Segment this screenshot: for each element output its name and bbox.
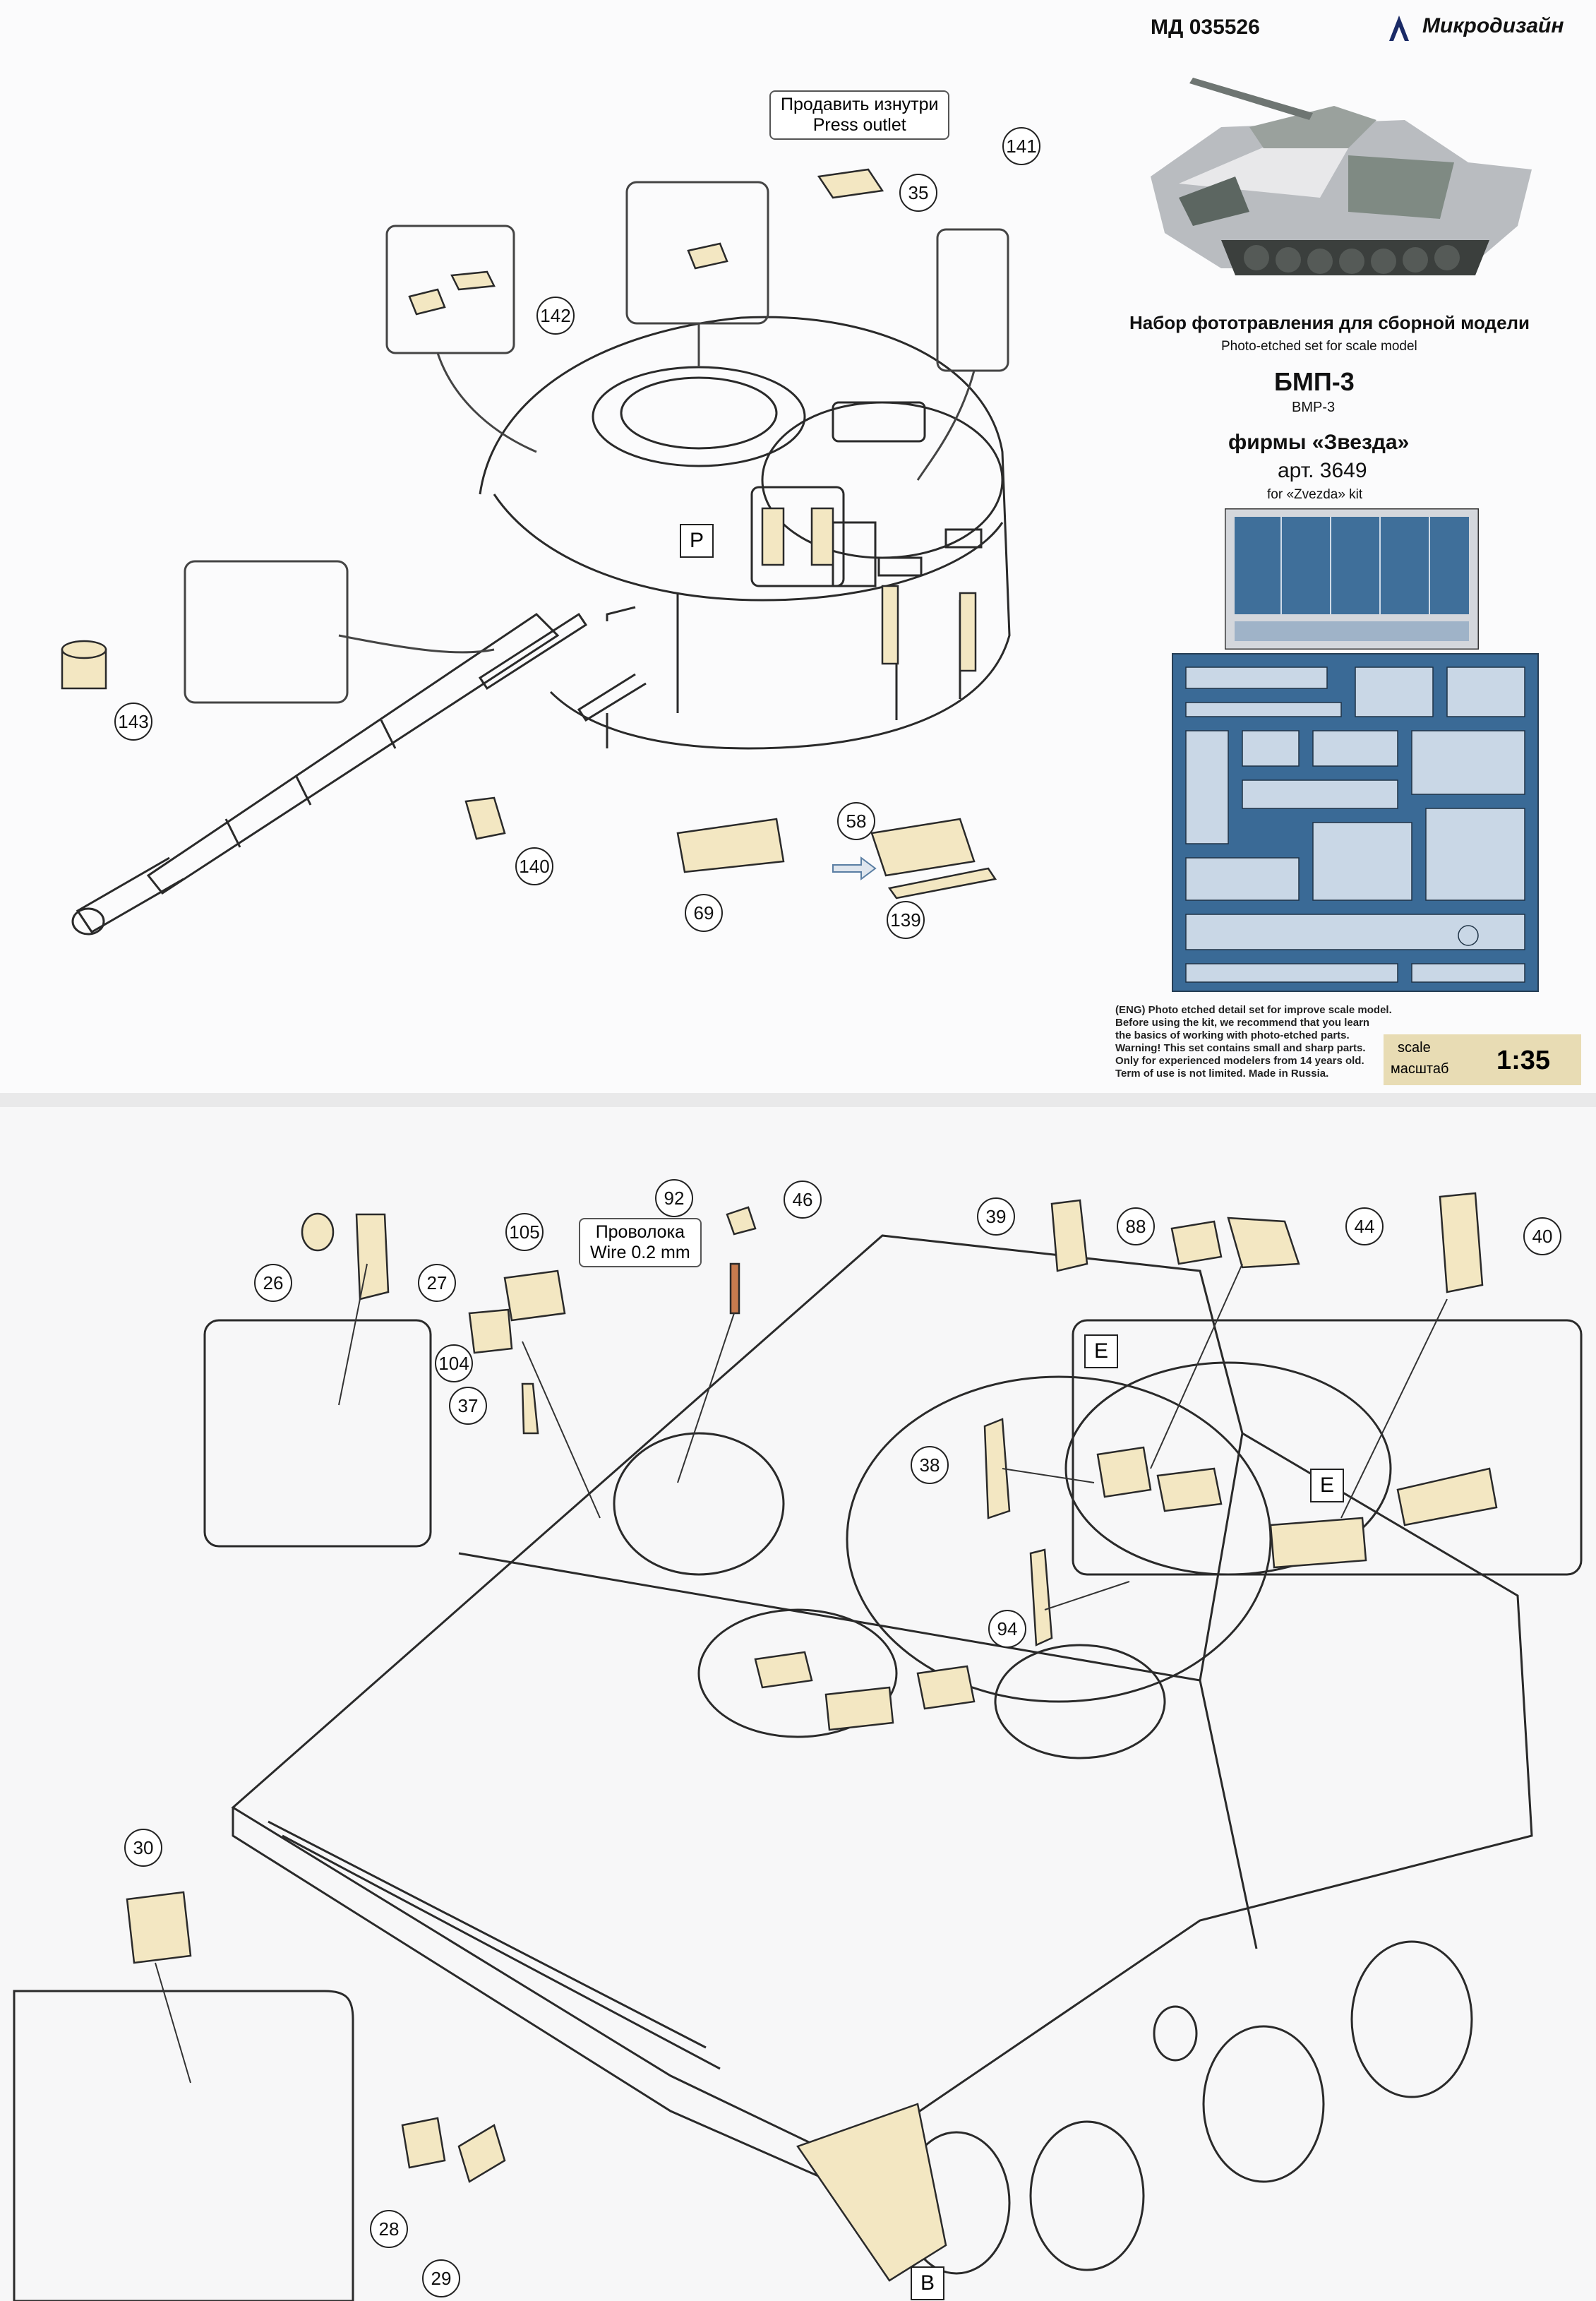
kit-info-panel: МД 035526 Микродизайн Набор фототравлени… bbox=[1115, 7, 1588, 1087]
wire-ru: Проволока bbox=[595, 1222, 685, 1242]
set-title-en: Photo-etched set for scale model bbox=[1221, 339, 1417, 354]
press-outlet-callout: Продавить изнутри Press outlet bbox=[769, 90, 950, 140]
part-26-shape bbox=[301, 1212, 335, 1252]
part-37-shape bbox=[521, 1382, 539, 1435]
part-number-58: 58 bbox=[837, 802, 875, 840]
scale-label-en: scale bbox=[1398, 1040, 1431, 1056]
part-88-shape bbox=[1170, 1220, 1223, 1265]
part-139-shape bbox=[887, 867, 997, 900]
part-number-37: 37 bbox=[449, 1387, 487, 1425]
part-number-38: 38 bbox=[911, 1446, 949, 1484]
warning-line: Warning! This set contains small and sha… bbox=[1115, 1042, 1366, 1054]
part-number-28: 28 bbox=[370, 2210, 408, 2248]
part-58-shape bbox=[870, 818, 976, 877]
warning-text: (ENG) Photo etched detail set for improv… bbox=[1115, 1004, 1468, 1080]
model-name-en: BMP-3 bbox=[1292, 400, 1336, 415]
part-number-39: 39 bbox=[977, 1197, 1015, 1236]
part-104-shape bbox=[468, 1308, 513, 1354]
part-number-27: 27 bbox=[418, 1264, 456, 1302]
mudflap-b-shape bbox=[796, 2103, 947, 2282]
arrow-icon bbox=[832, 856, 877, 880]
part-number-141: 141 bbox=[1002, 127, 1040, 165]
part-number-44: 44 bbox=[1345, 1207, 1384, 1245]
part-105-shape bbox=[503, 1269, 566, 1322]
part-number-40: 40 bbox=[1523, 1217, 1561, 1255]
part-30-shape bbox=[126, 1891, 192, 1964]
bottom-instruction-sheet bbox=[0, 1107, 1596, 2301]
part-29-shape bbox=[457, 2124, 506, 2183]
part-number-35: 35 bbox=[899, 174, 937, 212]
wire-callout: Проволока Wire 0.2 mm bbox=[579, 1218, 702, 1267]
set-title-ru: Набор фототравления для сборной модели bbox=[1129, 312, 1530, 333]
hull-drawing bbox=[13, 1234, 1583, 2301]
vehicle-photo bbox=[1151, 78, 1532, 275]
wire-en: Wire 0.2 mm bbox=[590, 1243, 690, 1262]
wire-shape bbox=[729, 1262, 740, 1315]
scale-value: 1:35 bbox=[1496, 1046, 1551, 1075]
part-94-shape bbox=[1029, 1548, 1053, 1646]
label-e-1: E bbox=[1084, 1334, 1118, 1368]
inset-frame-142 bbox=[385, 225, 515, 354]
article-code: МД 035526 bbox=[1151, 16, 1260, 39]
part-number-30: 30 bbox=[124, 1829, 162, 1867]
part-number-92: 92 bbox=[655, 1179, 693, 1217]
part-number-29: 29 bbox=[422, 2259, 460, 2297]
fret-photo bbox=[1172, 653, 1539, 992]
turret-drawing bbox=[71, 316, 1011, 936]
part-number-94: 94 bbox=[988, 1610, 1026, 1648]
press-outlet-en: Press outlet bbox=[812, 115, 906, 135]
part-35-shape bbox=[817, 168, 884, 199]
kit-maker: фирмы «Звезда» bbox=[1228, 431, 1410, 454]
warning-line: the basics of working with photo-etched … bbox=[1115, 1029, 1350, 1041]
inset-frame-35 bbox=[625, 181, 769, 325]
part-28-shape bbox=[401, 2117, 446, 2169]
model-name-ru: БМП-3 bbox=[1274, 367, 1355, 396]
brand-name: Микродизайн bbox=[1422, 14, 1564, 37]
warning-line: (ENG) Photo etched detail set for improv… bbox=[1115, 1004, 1392, 1016]
scale-badge: scale масштаб 1:35 bbox=[1384, 1034, 1581, 1085]
part-39-shape bbox=[1050, 1199, 1088, 1272]
inset-frame-141 bbox=[936, 228, 1009, 372]
part-number-142: 142 bbox=[536, 297, 575, 335]
part-40-shape bbox=[1439, 1192, 1484, 1293]
for-kit-en: for «Zvezda» kit bbox=[1267, 487, 1363, 502]
part-number-143: 143 bbox=[114, 703, 152, 741]
fret-package-photo bbox=[1225, 508, 1479, 650]
kit-article: арт. 3649 bbox=[1278, 459, 1367, 482]
part-number-46: 46 bbox=[784, 1181, 822, 1219]
part-27-shape bbox=[355, 1213, 390, 1301]
label-b: B bbox=[911, 2266, 944, 2300]
part-92-shape bbox=[726, 1206, 757, 1236]
label-e-2: E bbox=[1310, 1469, 1344, 1502]
label-p: P bbox=[680, 524, 714, 558]
part-number-104: 104 bbox=[435, 1344, 473, 1382]
part-number-139: 139 bbox=[887, 901, 925, 939]
part-number-140: 140 bbox=[515, 847, 553, 885]
part-69-shape bbox=[676, 818, 785, 873]
scale-label-ru: масштаб bbox=[1391, 1061, 1449, 1077]
part-38-shape bbox=[983, 1418, 1011, 1519]
brand-logo-icon bbox=[1389, 16, 1409, 41]
warning-line: Only for experienced modelers from 14 ye… bbox=[1115, 1055, 1364, 1067]
part-number-105: 105 bbox=[505, 1213, 544, 1251]
part-number-88: 88 bbox=[1117, 1207, 1155, 1245]
warning-line: Term of use is not limited. Made in Russ… bbox=[1115, 1068, 1329, 1080]
part-number-26: 26 bbox=[254, 1264, 292, 1302]
part-44-shape bbox=[1227, 1217, 1300, 1269]
part-number-69: 69 bbox=[685, 894, 723, 932]
part-140-shape bbox=[464, 796, 506, 840]
warning-line: Before using the kit, we recommend that … bbox=[1115, 1017, 1370, 1029]
press-outlet-ru: Продавить изнутри bbox=[781, 95, 939, 114]
inset-frame-143 bbox=[184, 560, 349, 704]
